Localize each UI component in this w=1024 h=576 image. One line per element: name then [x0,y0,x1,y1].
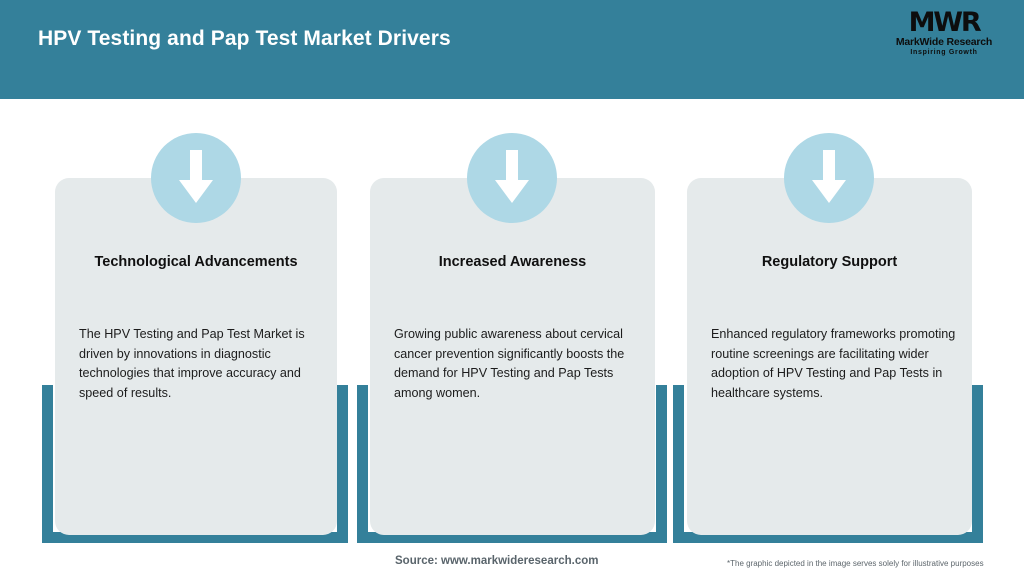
driver-card-body: Enhanced regulatory frameworks promoting… [711,327,956,400]
arrow-down-icon [467,133,557,223]
driver-column-2: Increased Awareness Growing public aware… [357,133,667,550]
driver-card-title: Technological Advancements [94,254,298,270]
driver-column-1: Technological Advancements The HPV Testi… [42,133,348,550]
bracket-left-bar [673,385,684,543]
driver-card-3[interactable]: Regulatory Support Enhanced regulatory f… [687,133,972,535]
disclaimer-note: *The graphic depicted in the image serve… [727,559,984,568]
arrow-down-icon [784,133,874,223]
bracket-frame-2 [357,385,667,543]
driver-column-3: Regulatory Support Enhanced regulatory f… [673,133,983,550]
driver-card-title: Regulatory Support [761,254,898,270]
bracket-left-bar [357,385,368,543]
header-bar [0,0,1024,99]
bracket-bottom-bar [673,532,983,543]
driver-card-1[interactable]: Technological Advancements The HPV Testi… [55,133,337,535]
bracket-frame-3 [673,385,983,543]
source-note: Source: www.markwideresearch.com [395,555,599,567]
logo-company-name: MarkWide Research [895,36,993,48]
bracket-bottom-bar [42,532,348,543]
bracket-bottom-bar [357,532,667,543]
arrow-down-icon [151,133,241,223]
bracket-right-bar [337,385,348,543]
driver-card-body: The HPV Testing and Pap Test Market is d… [79,327,305,400]
bracket-left-bar [42,385,53,543]
page-title: HPV Testing and Pap Test Market Drivers [38,27,451,50]
driver-card-body: Growing public awareness about cervical … [394,327,625,400]
driver-card-title: Increased Awareness [438,254,587,270]
driver-card-2[interactable]: Increased Awareness Growing public aware… [370,133,655,535]
bracket-right-bar [972,385,983,543]
markwide-research-logo: MWR MarkWide Research Inspiring Growth [892,9,996,56]
bracket-right-bar [656,385,667,543]
bracket-frame-1 [42,385,348,543]
logo-monogram: MWR [908,7,982,38]
logo-tagline: Inspiring Growth [910,48,978,56]
